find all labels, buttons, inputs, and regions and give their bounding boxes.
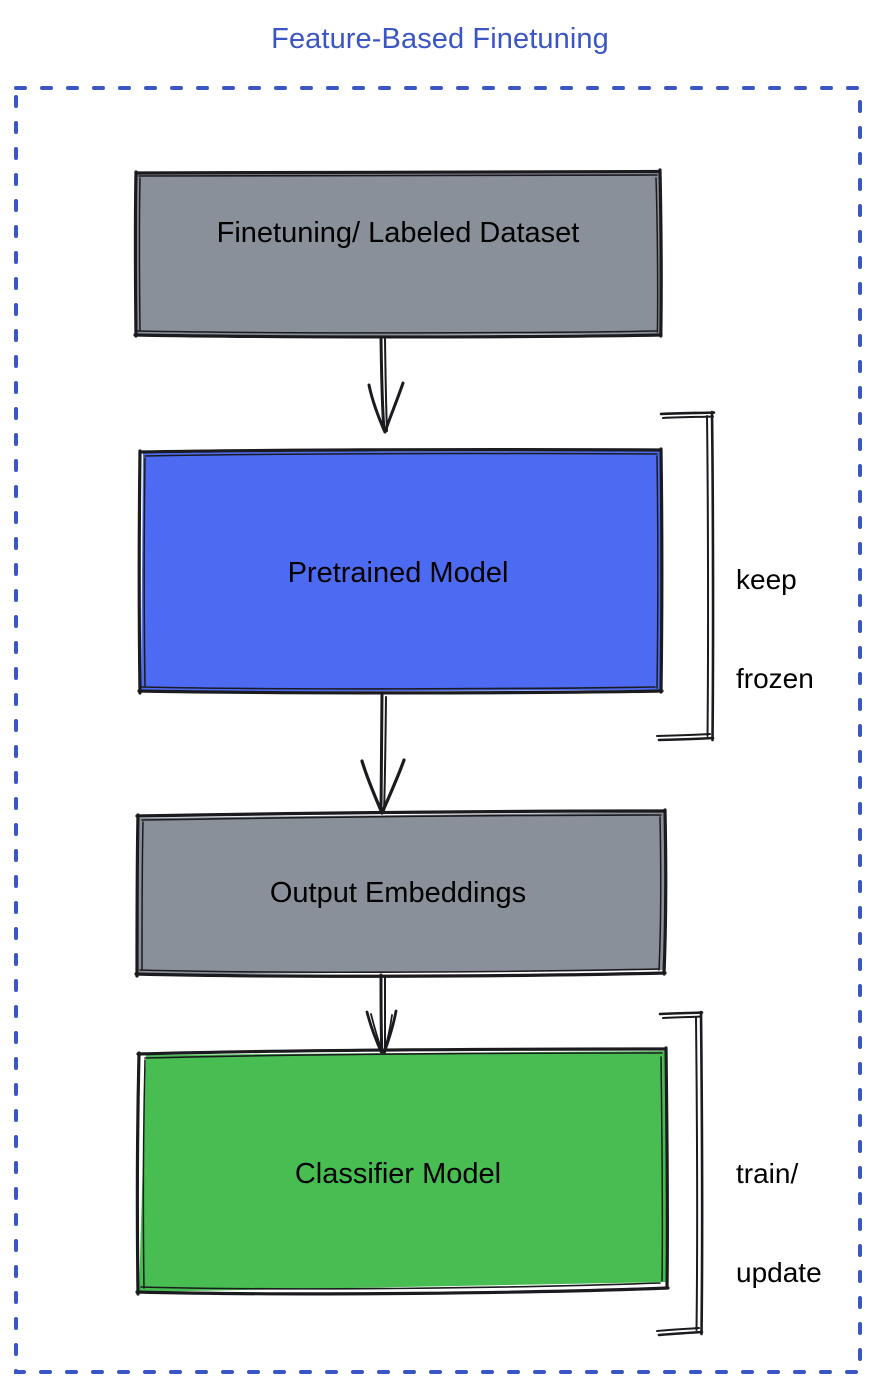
annotation-train-update: train/ update [736,1091,822,1355]
node-classifier-model[interactable] [135,1046,670,1296]
bracket-train-update [656,1010,704,1337]
node-finetuning-dataset[interactable] [133,168,663,339]
bracket-keep-frozen [656,410,716,742]
node-label-classifier-model: Classifier Model [294,1158,502,1190]
annotation-keep-frozen-line1: keep [736,564,797,596]
annotation-train-update-line2: update [736,1257,822,1289]
annotation-keep-frozen: keep frozen [736,497,814,761]
node-pretrained-model[interactable] [137,447,664,695]
node-output-embeddings[interactable] [134,808,668,978]
edge-embeddings-to-classifier [365,973,398,1058]
annotation-train-update-line1: train/ [736,1158,799,1190]
annotation-keep-frozen-line2: frozen [736,663,814,695]
page-title: Feature-Based Finetuning [271,23,609,55]
node-label-finetuning-dataset: Finetuning/ Labeled Dataset [216,217,580,249]
dashed-frame [14,86,862,1374]
node-label-output-embeddings: Output Embeddings [269,877,527,909]
edge-dataset-to-pretrained [367,335,405,434]
edge-pretrained-to-embeddings [360,692,406,815]
node-label-pretrained-model: Pretrained Model [287,557,509,589]
